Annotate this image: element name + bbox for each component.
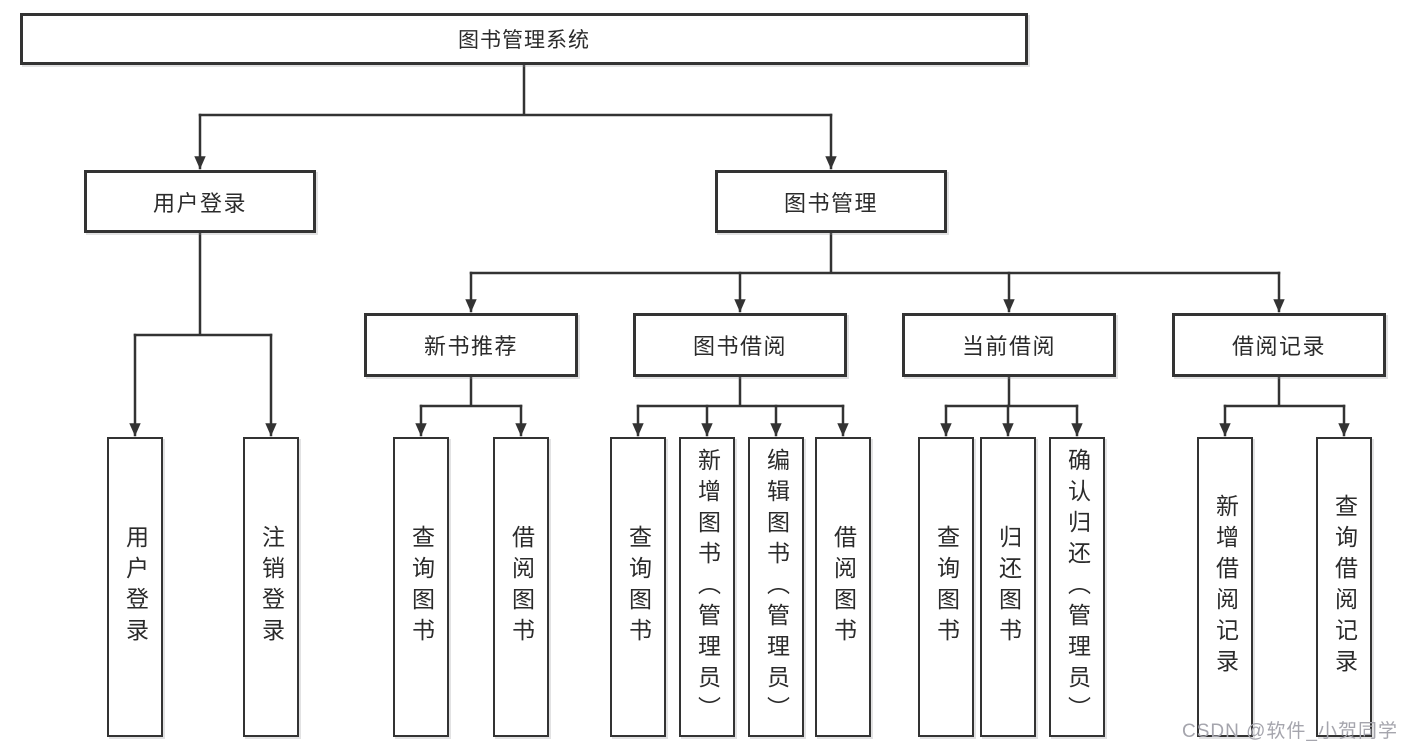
leaf-query-borrow-record: 查询借阅记录 [1316,437,1372,737]
leaf-user-login: 用户登录 [107,437,163,737]
node-book-mgmt: 图书管理 [715,170,947,233]
leaf-add-book-label: 新增图书（管理员） [694,447,721,727]
leaf-confirm-return: 确认归还（管理员） [1049,437,1105,737]
leaf-edit-book: 编辑图书（管理员） [748,437,804,737]
leaf-query-book-3-label: 查询图书 [933,525,960,649]
node-new-book-rec: 新书推荐 [364,313,578,377]
leaf-query-book-2-label: 查询图书 [625,525,652,649]
leaf-query-book-3: 查询图书 [918,437,974,737]
leaf-borrow-book-2-label: 借阅图书 [830,525,857,649]
leaf-user-login-label: 用户登录 [122,525,149,649]
leaf-confirm-return-label: 确认归还（管理员） [1064,447,1091,727]
connector-book-borrow-children [632,375,849,437]
node-current-borrow: 当前借阅 [902,313,1116,377]
node-user-login: 用户登录 [84,170,316,233]
leaf-add-borrow-record: 新增借阅记录 [1197,437,1253,737]
node-borrow-records: 借阅记录 [1172,313,1386,377]
leaf-query-book-1-label: 查询图书 [408,525,435,649]
leaf-borrow-book-1: 借阅图书 [493,437,549,737]
leaf-logout-label: 注销登录 [258,525,285,649]
node-book-borrow: 图书借阅 [633,313,847,377]
leaf-add-borrow-record-label: 新增借阅记录 [1212,494,1239,680]
leaf-add-book: 新增图书（管理员） [679,437,735,737]
connector-book-mgmt-children [465,231,1285,313]
leaf-query-book-1: 查询图书 [393,437,449,737]
connector-user-login-children [129,231,277,437]
csdn-watermark: CSDN @软件_小贺同学 [1182,721,1398,742]
leaf-borrow-book-2: 借阅图书 [815,437,871,737]
connector-current-borrow-children [940,375,1083,437]
connector-new-book-rec-children [415,375,527,437]
leaf-borrow-book-1-label: 借阅图书 [508,525,535,649]
leaf-return-book: 归还图书 [980,437,1036,737]
connector-borrow-records-children [1219,375,1350,437]
leaf-query-borrow-record-label: 查询借阅记录 [1331,494,1358,680]
node-root-system: 图书管理系统 [20,13,1028,65]
connector-root-to-level2 [194,63,837,170]
leaf-logout: 注销登录 [243,437,299,737]
leaf-edit-book-label: 编辑图书（管理员） [763,447,790,727]
leaf-return-book-label: 归还图书 [995,525,1022,649]
leaf-query-book-2: 查询图书 [610,437,666,737]
